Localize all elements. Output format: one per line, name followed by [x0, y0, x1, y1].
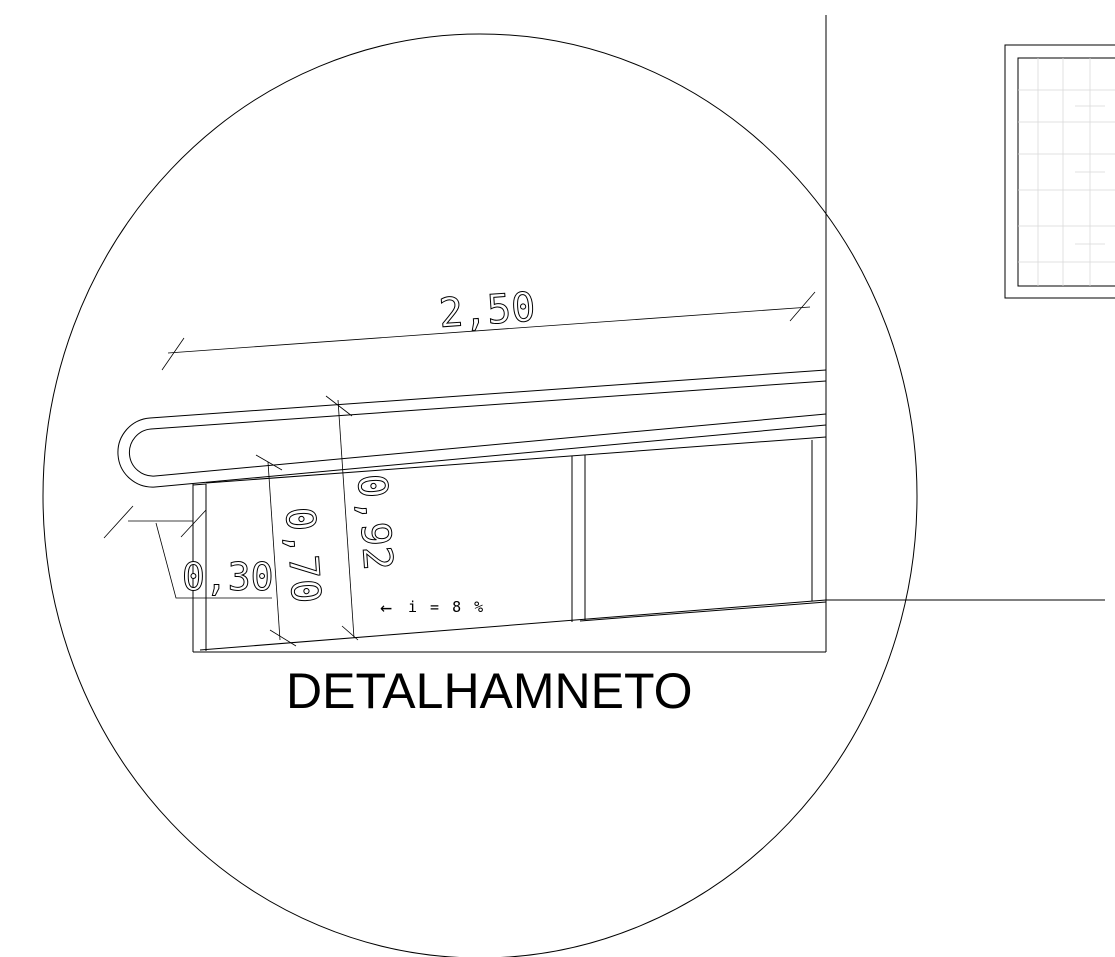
- window-tile-grid: [1018, 58, 1115, 286]
- slope-note: i = 8 %: [408, 598, 485, 616]
- slope-arrow: ←: [380, 595, 394, 619]
- dimension-extension: 0,30: [103, 505, 274, 600]
- window-detail: [1004, 44, 1115, 299]
- dimension-length: 2,50: [161, 284, 816, 371]
- dimension-length-label: 2,50: [437, 284, 536, 337]
- dimension-handrail-high: 0,92: [325, 395, 401, 641]
- detail-circle: [42, 33, 918, 957]
- drawing-title: DETALHAMNETO: [286, 663, 693, 719]
- handrail: [117, 369, 827, 488]
- dimension-handrail-high-label: 0,92: [348, 472, 401, 571]
- ramp-slope-line-2: [579, 601, 827, 622]
- dimension-handrail-low-label: 0,70: [276, 505, 329, 604]
- dimension-extension-label: 0,30: [182, 555, 274, 599]
- dimension-handrail-low: 0,70: [255, 454, 329, 647]
- guardrail-posts: [192, 438, 827, 652]
- lower-rail: [192, 436, 827, 486]
- ramp-slope-line: [199, 599, 827, 651]
